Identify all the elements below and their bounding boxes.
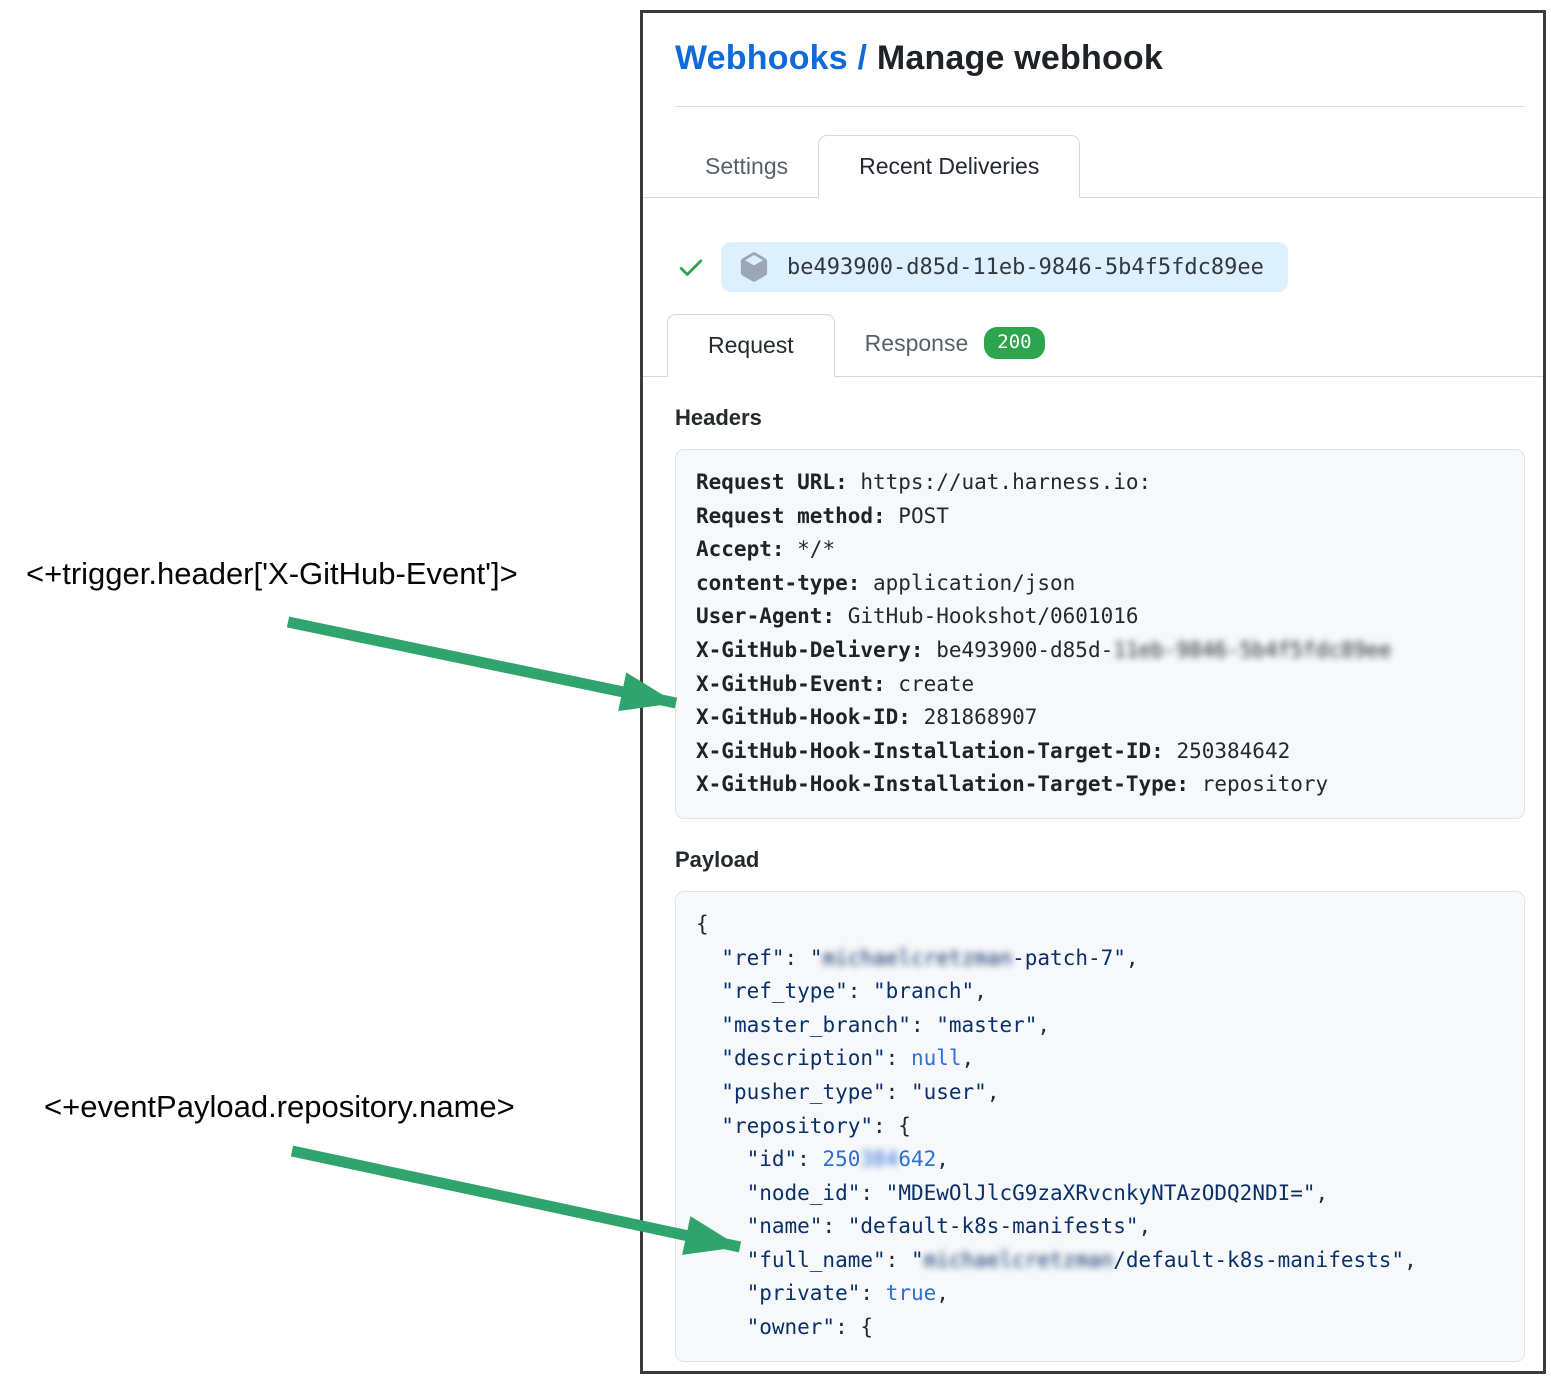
payload-line: "full_name": "michaelcretzman/default-k8…	[746, 1247, 1417, 1272]
payload-line: "id": 250384642,	[746, 1147, 949, 1172]
annotation-trigger-header: <+trigger.header['X-GitHub-Event']>	[26, 556, 518, 591]
main-tabnav: Settings Recent Deliveries	[643, 135, 1543, 198]
tab-response-label: Response	[864, 329, 969, 356]
annotation-event-payload: <+eventPayload.repository.name>	[44, 1089, 515, 1124]
title-divider	[675, 106, 1525, 107]
payload-line: "description": null,	[721, 1046, 975, 1071]
delivery-pill[interactable]: be493900-d85d-11eb-9846-5b4f5fdc89ee	[721, 242, 1288, 292]
header-line: X-GitHub-Delivery: be493900-d85d-11eb-98…	[696, 637, 1392, 662]
header-line: Request URL: https://uat.harness.io:	[696, 470, 1152, 494]
page-title-text: Manage webhook	[876, 39, 1164, 77]
tab-response[interactable]: Response 200	[835, 310, 1075, 376]
header-line: X-GitHub-Hook-Installation-Target-ID: 25…	[696, 738, 1291, 763]
header-line: Accept: */*	[696, 537, 836, 562]
headers-box: Request URL: https://uat.harness.io: Requ…	[675, 449, 1525, 819]
payload-line: "pusher_type": "user",	[721, 1079, 1000, 1104]
status-badge: 200	[984, 327, 1045, 359]
header-line: content-type: application/json	[696, 570, 1076, 595]
tab-recent-deliveries[interactable]: Recent Deliveries	[818, 135, 1081, 198]
tab-settings[interactable]: Settings	[705, 153, 789, 179]
payload-line: "repository": {	[721, 1113, 911, 1138]
payload-line: "private": true,	[746, 1281, 949, 1306]
payload-line: "ref_type": "branch",	[721, 979, 987, 1004]
request-response-tabnav: Request Response 200	[643, 310, 1543, 377]
header-line: X-GitHub-Hook-ID: 281868907	[696, 705, 1038, 730]
delivery-row: be493900-d85d-11eb-9846-5b4f5fdc89ee	[675, 242, 1525, 292]
header-line: User-Agent: GitHub-Hookshot/0601016	[696, 604, 1139, 629]
payload-line: "master_branch": "master",	[721, 1012, 1051, 1037]
header-line: X-GitHub-Event: create	[696, 671, 975, 696]
payload-title: Payload	[675, 846, 760, 872]
payload-line: "name": "default-k8s-manifests",	[746, 1214, 1152, 1239]
package-icon	[739, 252, 769, 282]
payload-box: { "ref": "michaelcretzman-patch-7", "ref…	[675, 890, 1525, 1362]
headers-lines: Request URL: https://uat.harness.io: Requ…	[696, 466, 1504, 802]
payload-line: "owner": {	[746, 1315, 874, 1340]
payload-line: "ref": "michaelcretzman-patch-7",	[721, 945, 1139, 970]
breadcrumb-webhooks-link[interactable]: Webhooks /	[675, 39, 877, 77]
delivery-id: be493900-d85d-11eb-9846-5b4f5fdc89ee	[787, 254, 1264, 280]
header-line: Request method: POST	[696, 503, 949, 528]
headers-title: Headers	[675, 405, 762, 430]
check-icon	[675, 251, 707, 283]
page-title: Webhooks / Manage webhook	[675, 39, 1525, 78]
webhook-panel: Webhooks / Manage webhook Settings Recen…	[640, 10, 1546, 1374]
payload-lines: { "ref": "michaelcretzman-patch-7", "ref…	[696, 908, 1504, 1345]
payload-line: {	[696, 911, 709, 936]
trigger-arrow	[286, 616, 678, 712]
payload-line: "node_id": "MDEwOlJlcG9zaXRvcnkyNTAzODQ2…	[746, 1180, 1329, 1205]
header-line: X-GitHub-Hook-Installation-Target-Type: …	[696, 772, 1329, 797]
tab-request[interactable]: Request	[667, 314, 835, 377]
